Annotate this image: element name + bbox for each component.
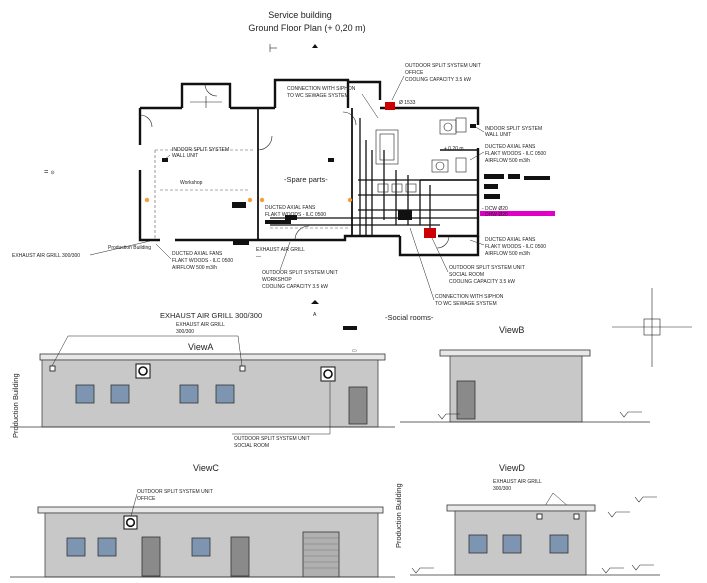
label-dcw: - DCW Ø20 (482, 206, 508, 212)
view-c-callout-1: OUTDOOR SPLIT SYSTEM UNIT (137, 489, 213, 495)
label-indoor-right-2: WALL UNIT (485, 132, 511, 138)
label-outdoor-social-3: COOLING CAPACITY 3.5 kW (449, 279, 515, 285)
label-fans-c-1: DUCTED AXIAL FANS (265, 205, 316, 211)
view-a-callout-2: SOCIAL ROOM (234, 443, 269, 449)
label-exhaust-main-sub2: 300/300 (176, 329, 194, 335)
tag-small-number: Ø 1533 (399, 100, 416, 106)
annotation-outdoor-workshop: OUTDOOR SPLIT SYSTEM UNIT WORKSHOP COOLI… (262, 241, 338, 290)
label-exhaust-center-dim: — (256, 254, 261, 260)
label-fans-c-2: FLAKT WOODS - ILC 0500 (265, 212, 326, 218)
axis-mark-bottom: A (311, 300, 319, 318)
label-siphon-bottom-1: CONNECTION WITH SIPHON (435, 294, 504, 300)
annotation-indoor-wall-left: INDOOR SPLIT SYSTEM WALL UNIT (163, 147, 229, 161)
elevation-view-d: ViewD Production Building EXHAUST AIR GR… (394, 463, 660, 576)
elevation-view-b: ViewB (400, 325, 650, 423)
label-outdoor-office-1: OUTDOOR SPLIT SYSTEM UNIT (405, 63, 481, 69)
annotation-fans-right-top: DUCTED AXIAL FANS FLAKT WOODS - ILC 0500… (469, 144, 546, 164)
level-ticks (411, 411, 657, 574)
level-mark: + 0.20 m (444, 146, 464, 152)
label-outdoor-office-3: COOLING CAPACITY 3.5 kW (405, 77, 471, 83)
view-d-side-label: Production Building (394, 483, 403, 548)
label-fans-rb-1: DUCTED AXIAL FANS (485, 237, 536, 243)
svg-text:▭: ▭ (352, 348, 357, 354)
label-siphon-top-1: CONNECTION WITH SIPHON (287, 86, 356, 92)
room-label-spare-parts: -Spare parts- (284, 175, 328, 184)
label-fans-rb-3: AIRFLOW 500 m3/h (485, 251, 530, 257)
view-a-title: ViewA (188, 342, 213, 352)
room-label-workshop: Workshop (180, 180, 203, 186)
label-indoor-left-2: WALL UNIT (172, 153, 198, 159)
label-exhaust-center: EXHAUST AIR GRILL (256, 247, 305, 253)
label-outdoor-social-2: SOCIAL ROOM (449, 272, 484, 278)
label-dhw: - DHW Ø20 (482, 212, 508, 218)
annotation-exhaust-center: EXHAUST AIR GRILL — (256, 247, 305, 260)
annotation-indoor-wall-right: INDOOR SPLIT SYSTEM WALL UNIT (473, 125, 542, 138)
label-fans-rt-1: DUCTED AXIAL FANS (485, 144, 536, 150)
label-fans-l-2: FLAKT WOODS - ILC 0500 (172, 258, 233, 264)
view-d-callout-2: 300/300 (493, 486, 511, 492)
view-c-title: ViewC (193, 463, 219, 473)
annotation-siphon-bottom: CONNECTION WITH SIPHON TO WC SEWAGE SYST… (409, 227, 504, 307)
label-fans-l-1: DUCTED AXIAL FANS (172, 251, 223, 257)
annotation-outdoor-social: OUTDOOR SPLIT SYSTEM UNIT SOCIAL ROOM CO… (431, 237, 525, 285)
axis-mark-top (269, 44, 318, 52)
label-indoor-left-1: INDOOR SPLIT SYSTEM (172, 147, 229, 153)
label-siphon-top-2: TO WC SEWAGE SYSTEM (287, 93, 349, 99)
scale-mark: = ⊙ (44, 167, 55, 176)
label-outdoor-ws-1: OUTDOOR SPLIT SYSTEM UNIT (262, 270, 338, 276)
annotation-exhaust-main: EXHAUST AIR GRILL 300/300 EXHAUST AIR GR… (160, 311, 262, 335)
axis-label-a: A (313, 312, 317, 318)
label-fans-rb-2: FLAKT WOODS - ILC 0500 (485, 244, 546, 250)
annotation-siphon-top: CONNECTION WITH SIPHON TO WC SEWAGE SYST… (287, 86, 379, 119)
label-outdoor-ws-2: WORKSHOP (262, 277, 292, 283)
view-d-callout-1: EXHAUST AIR GRILL (493, 479, 542, 485)
elevation-view-a: ViewA Production Building OUTDOOR SPLIT … (10, 335, 395, 449)
equipment-tags-right: - DCW Ø20 - DHW Ø20 (482, 174, 550, 218)
annotation-fans-right-bottom: DUCTED AXIAL FANS FLAKT WOODS - ILC 0500… (469, 237, 546, 257)
view-a-callout-1: OUTDOOR SPLIT SYSTEM UNIT (234, 436, 310, 442)
label-indoor-right-1: INDOOR SPLIT SYSTEM (485, 126, 542, 132)
room-label-social-rooms: -Social rooms- (385, 313, 434, 322)
label-siphon-bottom-2: TO WC SEWAGE SYSTEM (435, 301, 497, 307)
sheet-title-line2: Ground Floor Plan (+ 0,20 m) (248, 23, 365, 33)
pipework-cluster (270, 102, 478, 238)
label-outdoor-office-2: OFFICE (405, 70, 424, 76)
floor-plan: + 0.20 m = ⊙ -Spare parts- Workshop -Soc… (44, 78, 555, 322)
annotation-outdoor-office: OUTDOOR SPLIT SYSTEM UNIT OFFICE COOLING… (391, 63, 481, 101)
label-outdoor-social-1: OUTDOOR SPLIT SYSTEM UNIT (449, 265, 525, 271)
label-production-building-plan: Production Building (108, 245, 151, 251)
label-fans-rt-2: FLAKT WOODS - ILC 0500 (485, 151, 546, 157)
elevation-view-c: ViewC OUTDOOR SPLIT SYSTEM UNIT OFFICE (10, 463, 395, 578)
annotation-fans-center: DUCTED AXIAL FANS FLAKT WOODS - ILC 0500 (265, 205, 326, 224)
label-exhaust-main-sub1: EXHAUST AIR GRILL (176, 322, 225, 328)
label-fans-rt-3: AIRFLOW 500 m3/h (485, 158, 530, 164)
annotation-exhaust-small: EXHAUST AIR GRILL 300/300 Production Bui… (12, 240, 151, 259)
view-b-title: ViewB (499, 325, 524, 335)
annotation-fans-left: DUCTED AXIAL FANS FLAKT WOODS - ILC 0500… (155, 243, 233, 271)
view-c-callout-2: OFFICE (137, 496, 156, 502)
view-d-title: ViewD (499, 463, 525, 473)
view-a-side-label: Production Building (11, 373, 20, 438)
sheet-title-line1: Service building (268, 10, 332, 20)
label-fans-l-3: AIRFLOW 500 m3/h (172, 265, 217, 271)
label-exhaust-small: EXHAUST AIR GRILL 300/300 (12, 253, 80, 259)
label-outdoor-ws-3: COOLING CAPACITY 3.5 kW (262, 284, 328, 290)
label-exhaust-main: EXHAUST AIR GRILL 300/300 (160, 311, 262, 320)
crosshair-marker (612, 288, 692, 367)
